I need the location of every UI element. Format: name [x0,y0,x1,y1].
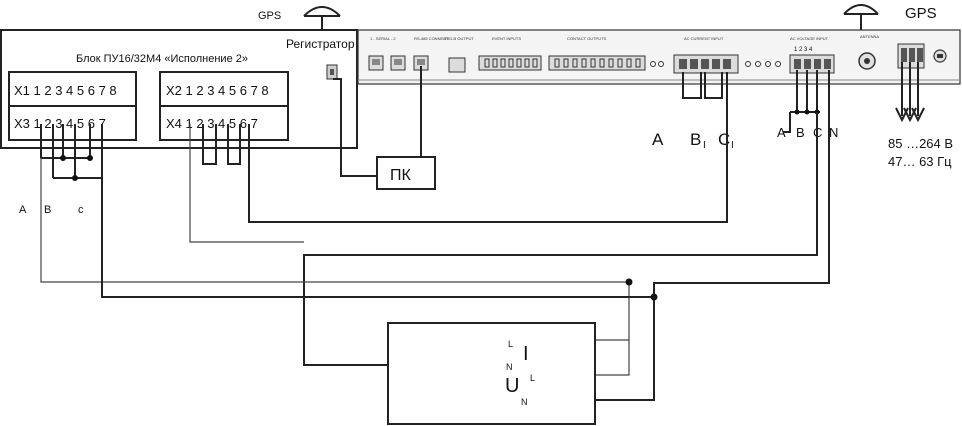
event-inputs-terminals [478,55,542,71]
terminal-x2: X2 1 2 3 4 5 6 7 8 [166,83,269,98]
unit-gps-label: GPS [258,10,281,22]
phase-label-b: B [44,204,51,216]
current-label-c-sub: I [731,140,734,151]
wire-x4-1 [189,124,304,243]
irig-port [448,57,466,73]
unit-title: Блок ПУ16/32М4 «Исполнение 2» [76,53,248,65]
label-rs485: RS-485 CONNECT [414,36,449,41]
ac-current-terminals [673,54,739,74]
wire-unit-pc [333,78,377,177]
current-loop-1 [682,72,702,99]
recorder-gps-antenna-icon [843,4,879,30]
source-box [387,322,596,425]
power-spec-frequency: 47… 63 Гц [888,154,952,169]
wire-current-to-x4 [248,72,728,223]
voltage-jumpers [790,70,820,115]
source-terminal-l2: L [530,373,535,383]
current-label-b: B [690,130,701,149]
wire-voltage-l [303,112,818,366]
x3-phase-wiring [40,124,103,181]
label-ac-voltage: AC VOLTAGE INPUT [790,36,829,41]
pc-box [376,156,436,190]
label-contact-outputs: CONTACT OUTPUTS [567,36,607,41]
pc-label: ПК [390,167,412,184]
current-label-b-sub: I [703,140,706,151]
terminal-x1: X1 1 2 3 4 5 6 7 8 [14,83,117,98]
unit-block: GPS Блок ПУ16/32М4 «Исполнение 2» X1 1 2… [0,6,358,149]
recorder: Регистратор 1 - SERIAL - 2 RS-485 CONNEC… [286,4,961,85]
power-input-arrows [895,62,925,123]
voltage-label-n: N [829,125,838,140]
terminal-x4: X4 1 2 3 4 5 6 7 [166,116,258,131]
label-event-inputs: EVENT INPUTS [492,36,521,41]
current-loop-2 [704,72,723,99]
label-antenna: ANTENNA [860,34,879,39]
current-label-c: C [718,130,730,149]
label-ac-current: AC CURRENT INPUT [684,36,724,41]
wire-x3-to-source-n [101,178,654,298]
source-terminal-n2: N [521,397,528,407]
contact-outputs-terminals [548,55,646,71]
source-terminal-l1: L [508,339,513,349]
ac-voltage-terminals [789,54,835,74]
source-label-u: U [505,375,519,397]
voltage-label-a: A [777,125,786,140]
current-label-a: A [652,130,664,149]
power-spec-voltage: 85 …264 В [888,136,953,151]
unit-gps-antenna-icon [303,6,341,30]
label-irig: IRIG-B OUTPUT [444,36,474,41]
x4-current-loops [202,124,241,165]
source-terminal-n1: N [506,362,513,372]
recorder-title: Регистратор [286,37,355,51]
serial-ports [368,55,429,71]
wire-voltage-n [540,70,830,401]
terminal-x3: X3 1 2 3 4 5 6 7 [14,116,106,131]
source-label-i: I [523,343,529,365]
recorder-gps-label: GPS [905,5,937,22]
label-voltage-terminal-numbers: 1 2 3 4 [794,47,813,53]
phase-label-c: c [78,204,84,216]
wire-x3-to-source-l [40,158,630,341]
label-serial: 1 - SERIAL - 2 [370,36,396,41]
voltage-label-b: B [796,125,805,140]
phase-label-a: A [19,204,27,216]
